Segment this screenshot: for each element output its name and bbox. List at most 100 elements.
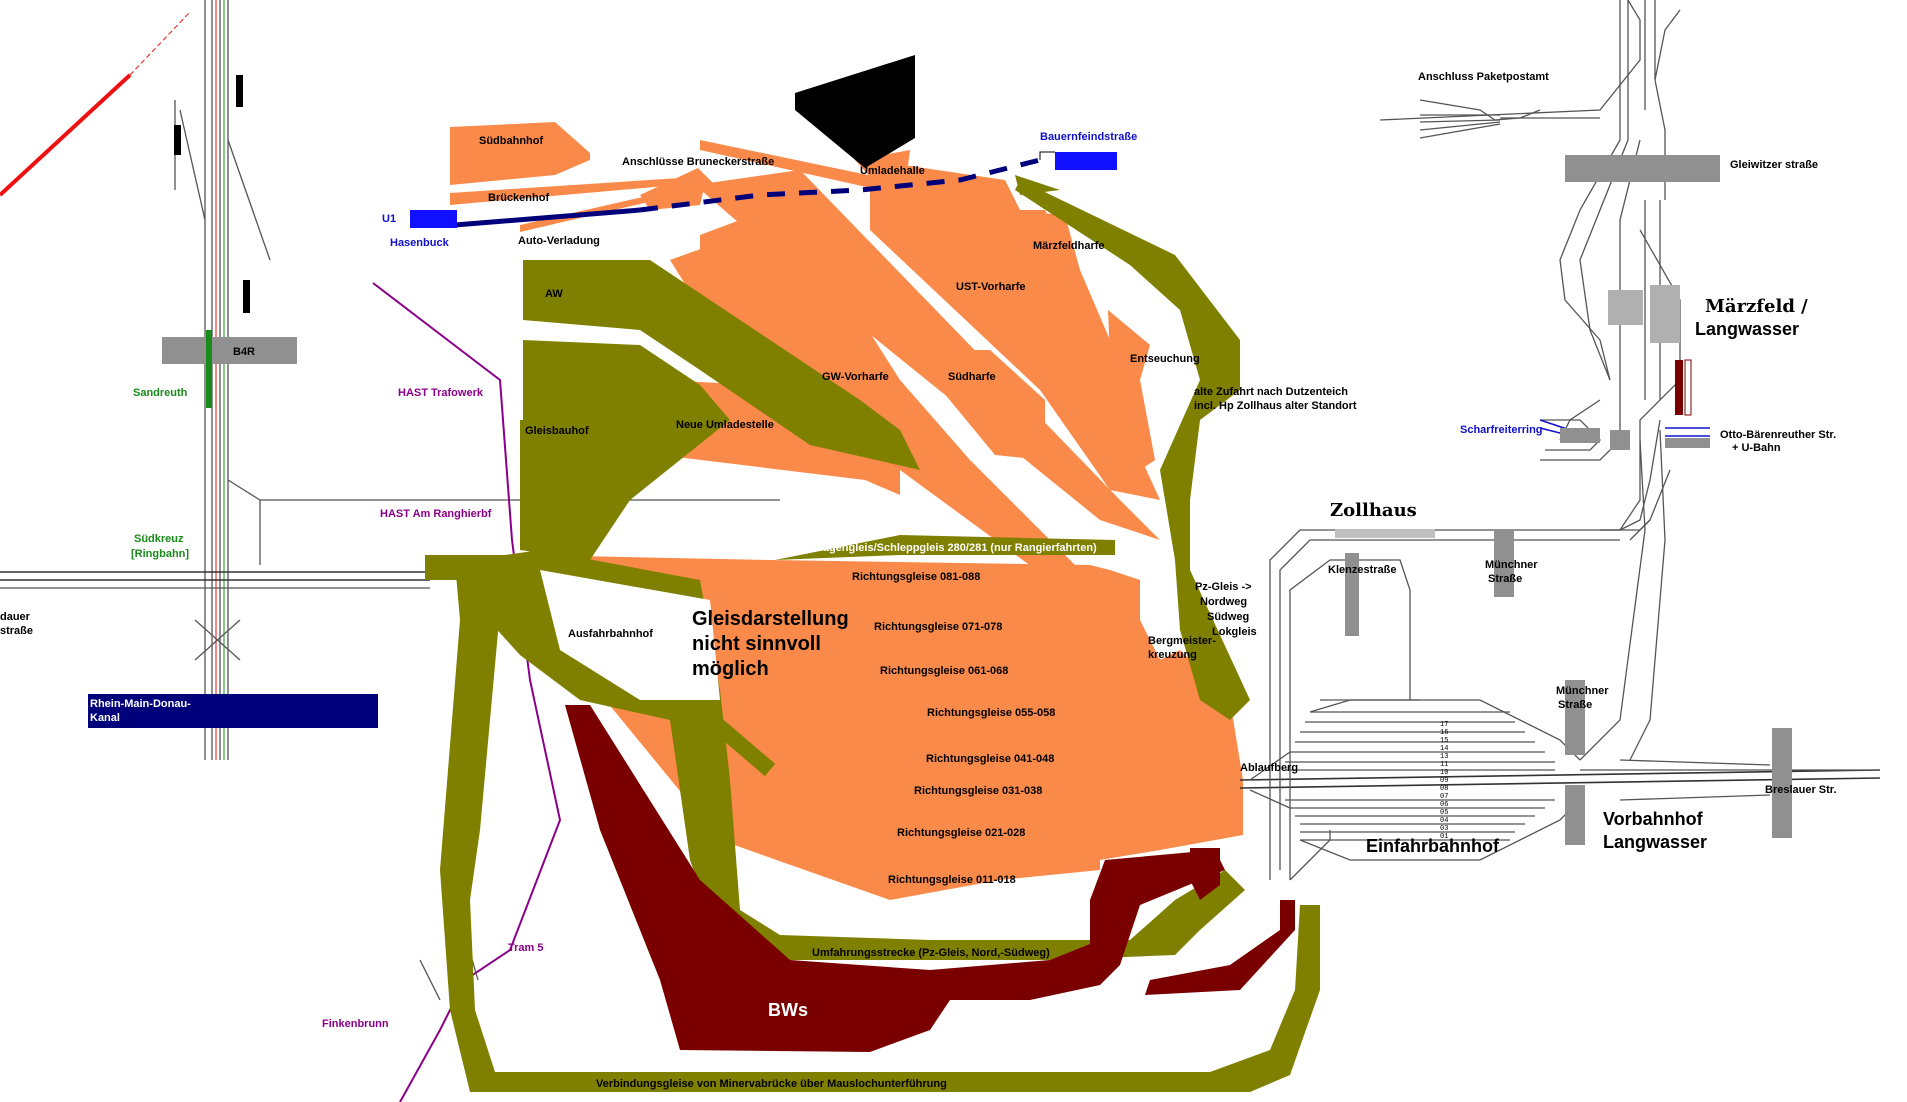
- svg-text:04: 04: [1440, 817, 1448, 825]
- label-hast-ranghierbf: HAST Am Ranghierbf: [380, 508, 492, 520]
- label-dauer-1: dauer: [0, 611, 31, 623]
- label-alte-zufahrt-2: incl. Hp Zollhaus alter Standort: [1194, 400, 1357, 412]
- label-gleiwitzer: Gleiwitzer straße: [1730, 159, 1818, 171]
- label-hasenbuck: Hasenbuck: [390, 237, 450, 249]
- label-pz-4: Lokgleis: [1212, 626, 1257, 638]
- label-vorbahnhof-2: Langwasser: [1603, 832, 1707, 852]
- label-muenchner-2b: Straße: [1558, 699, 1592, 711]
- black-building: [795, 55, 915, 168]
- label-b4r: B4R: [233, 346, 255, 358]
- label-bauernfeindstrasse: Bauernfeindstraße: [1040, 131, 1137, 143]
- label-otto-2: + U-Bahn: [1732, 442, 1781, 454]
- canal-bar: [88, 694, 378, 728]
- svg-text:01: 01: [1440, 833, 1448, 841]
- label-triebwagengleis: Triebwagengleis/Schleppgleis 280/281 (nu…: [788, 542, 1097, 554]
- label-rg-061: Richtungsgleise 061-068: [880, 665, 1008, 677]
- gray-bridges: [1335, 155, 1792, 845]
- signal-block: [243, 280, 250, 313]
- label-bws: BWs: [768, 1000, 808, 1020]
- label-brueckenhof: Brückenhof: [488, 192, 549, 204]
- label-u1: U1: [382, 213, 396, 225]
- label-rg-081: Richtungsgleise 081-088: [852, 571, 980, 583]
- svg-text:14: 14: [1440, 745, 1448, 753]
- svg-text:05: 05: [1440, 809, 1448, 817]
- svg-text:15: 15: [1440, 737, 1448, 745]
- label-bergmeister-2: kreuzung: [1148, 649, 1197, 661]
- label-tram5: Tram 5: [508, 942, 543, 954]
- label-rg-011: Richtungsgleise 011-018: [888, 874, 1016, 886]
- label-pz-2: Nordweg: [1200, 596, 1247, 608]
- label-muenchner-1b: Straße: [1488, 573, 1522, 585]
- label-hast-trafowerk: HAST Trafowerk: [398, 387, 484, 399]
- label-suedkreuz-2: [Ringbahn]: [131, 548, 189, 560]
- u1-station-bauernfeind: [1055, 152, 1117, 170]
- red-line: [0, 73, 132, 197]
- label-autoverladung: Auto-Verladung: [518, 235, 600, 247]
- track-number-labels: 17 16 15 14 13 11 10 09 08 07 06 05 04 0…: [1440, 721, 1448, 841]
- label-suedkreuz-1: Südkreuz: [134, 533, 184, 545]
- svg-text:16: 16: [1440, 729, 1448, 737]
- label-gleisdarstellung-3: möglich: [692, 658, 769, 680]
- signal-block: [174, 125, 181, 155]
- svg-text:06: 06: [1440, 801, 1448, 809]
- right-tracks: [1269, 0, 1710, 881]
- label-anschluss-paketpostamt: Anschluss Paketpostamt: [1418, 71, 1549, 83]
- label-gleisdarstellung-1: Gleisdarstellung: [692, 608, 849, 630]
- label-maerzfeldharfe: Märzfeldharfe: [1033, 240, 1105, 252]
- label-muenchner-1a: Münchner: [1485, 559, 1538, 571]
- label-umfahrungsstrecke: Umfahrungsstrecke (Pz-Gleis, Nord,-Südwe…: [812, 947, 1050, 959]
- u1-line-dashed: [639, 157, 1041, 213]
- label-ust-vorharfe: UST-Vorharfe: [956, 281, 1025, 293]
- labels: Südbahnhof Anschlüsse Bruneckerstraße Br…: [0, 71, 1837, 1090]
- label-maerzfeld-1: Märzfeld /: [1705, 296, 1808, 317]
- einfahrbahnhof-tracks: [1239, 699, 1881, 861]
- label-aw: AW: [545, 288, 563, 300]
- label-einfahrbahnhof: Einfahrbahnhof: [1366, 836, 1500, 856]
- bridge-b4r: [162, 337, 297, 364]
- label-sandreuth: Sandreuth: [133, 387, 188, 399]
- label-ablaufberg: Ablaufberg: [1240, 762, 1298, 774]
- label-rmd-1: Rhein-Main-Donau-: [90, 698, 191, 710]
- label-pz-3: Südweg: [1207, 611, 1249, 623]
- svg-text:17: 17: [1440, 721, 1448, 729]
- label-alte-zufahrt-1: alte Zufahrt nach Dutzenteich: [1194, 386, 1348, 398]
- maroon-marker: [1675, 360, 1683, 415]
- label-gw-vorharfe: GW-Vorharfe: [822, 371, 889, 383]
- label-rg-071: Richtungsgleise 071-078: [874, 621, 1002, 633]
- maroon-areas: [565, 705, 1295, 1052]
- label-scharfreiterring: Scharfreiterring: [1460, 424, 1543, 436]
- label-verbindungsgleise: Verbindungsgleise von Minervabrücke über…: [596, 1078, 947, 1090]
- label-umladehalle: Umladehalle: [860, 165, 925, 177]
- label-ausfahrbahnhof: Ausfahrbahnhof: [568, 628, 653, 640]
- svg-text:07: 07: [1440, 793, 1448, 801]
- label-zollhaus: Zollhaus: [1330, 500, 1417, 521]
- label-breslauer: Breslauer Str.: [1765, 784, 1837, 796]
- olive-gaps: [540, 570, 720, 700]
- label-klenzestrasse: Klenzestraße: [1328, 564, 1396, 576]
- red-dashed-line: [129, 11, 191, 76]
- label-rg-031: Richtungsgleise 031-038: [914, 785, 1042, 797]
- label-rg-041: Richtungsgleise 041-048: [926, 753, 1054, 765]
- label-maerzfeld-2: Langwasser: [1695, 319, 1799, 339]
- label-suedbahnhof: Südbahnhof: [479, 135, 543, 147]
- label-neue-umladestelle: Neue Umladestelle: [676, 419, 774, 431]
- label-anschluesse: Anschlüsse Bruneckerstraße: [622, 156, 774, 168]
- label-rg-055: Richtungsgleise 055-058: [927, 707, 1055, 719]
- label-rmd-2: Kanal: [90, 712, 120, 724]
- left-tracks: [0, 0, 780, 760]
- label-entseuchung: Entseuchung: [1130, 353, 1200, 365]
- label-bergmeister-1: Bergmeister-: [1148, 635, 1216, 647]
- olive-tracks: [465, 568, 776, 777]
- green-marker: [206, 330, 212, 408]
- label-otto-1: Otto-Bärenreuther Str.: [1720, 429, 1836, 441]
- label-pz-1: Pz-Gleis ->: [1195, 581, 1252, 593]
- label-suedharfe: Südharfe: [948, 371, 996, 383]
- signal-block: [236, 75, 243, 107]
- label-muenchner-2a: Münchner: [1556, 685, 1609, 697]
- label-vorbahnhof-1: Vorbahnhof: [1603, 809, 1704, 829]
- label-rg-021: Richtungsgleise 021-028: [897, 827, 1025, 839]
- label-gleisbauhof: Gleisbauhof: [525, 425, 589, 437]
- tram-line: [372, 282, 562, 1102]
